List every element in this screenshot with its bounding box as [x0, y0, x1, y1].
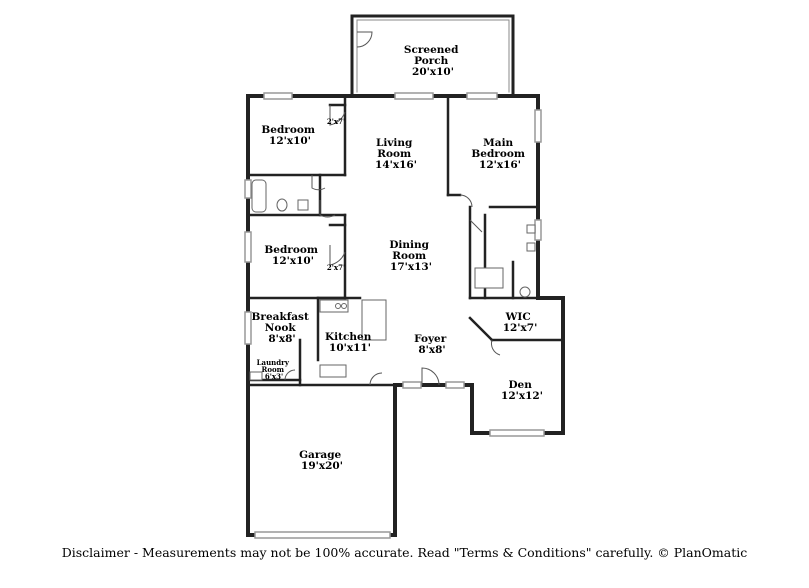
dining-room-label: Dining Room 17'x13'	[389, 239, 432, 273]
windows	[244, 92, 545, 539]
kitchen-counter	[319, 364, 347, 378]
closet-1-label: 2'x7'	[327, 117, 345, 126]
toilet-icon	[276, 198, 288, 212]
bedroom-1-label: Bedroom 12'x10'	[261, 124, 318, 147]
living-room-label: Living Room 14'x16'	[375, 137, 417, 171]
main-bedroom-label: Main Bedroom 12'x16'	[471, 137, 528, 171]
porch-screen	[356, 19, 510, 93]
wic-label: WIC 12'x7'	[503, 311, 538, 334]
kitchen-label: Kitchen 10'x11'	[325, 331, 375, 354]
closet-2-label: 2'x7'	[327, 263, 345, 272]
kitchen-counter	[319, 299, 349, 313]
shower-icon	[474, 267, 504, 289]
stove-icon	[335, 303, 341, 309]
stove-icon	[341, 303, 347, 309]
fixtures	[249, 179, 536, 381]
bedroom-2-label: Bedroom 12'x10'	[264, 244, 321, 267]
disclaimer-text: Disclaimer - Measurements may not be 100…	[61, 545, 748, 560]
breakfast-nook-label: Breakfast Nook 8'x8'	[252, 311, 313, 345]
washer-icon	[249, 371, 263, 381]
room-labels: Screened Porch 20'x10' Bedroom 12'x10' 2…	[252, 44, 543, 472]
porch-label: Screened Porch 20'x10'	[404, 44, 462, 78]
foyer-label: Foyer 8'x8'	[414, 333, 450, 356]
den-label: Den 12'x12'	[501, 379, 543, 402]
laundry-room-label: Laundry Room 6'x3'	[257, 358, 292, 381]
toilet-icon	[519, 286, 531, 298]
garage-label: Garage 19'x20'	[299, 449, 345, 472]
sink-icon	[297, 199, 309, 211]
bathtub-icon	[251, 179, 267, 213]
doors	[284, 31, 501, 386]
porch-outline	[350, 14, 515, 98]
kitchen-counter	[361, 299, 387, 341]
sink-icon	[526, 242, 536, 252]
sink-icon	[526, 224, 536, 234]
